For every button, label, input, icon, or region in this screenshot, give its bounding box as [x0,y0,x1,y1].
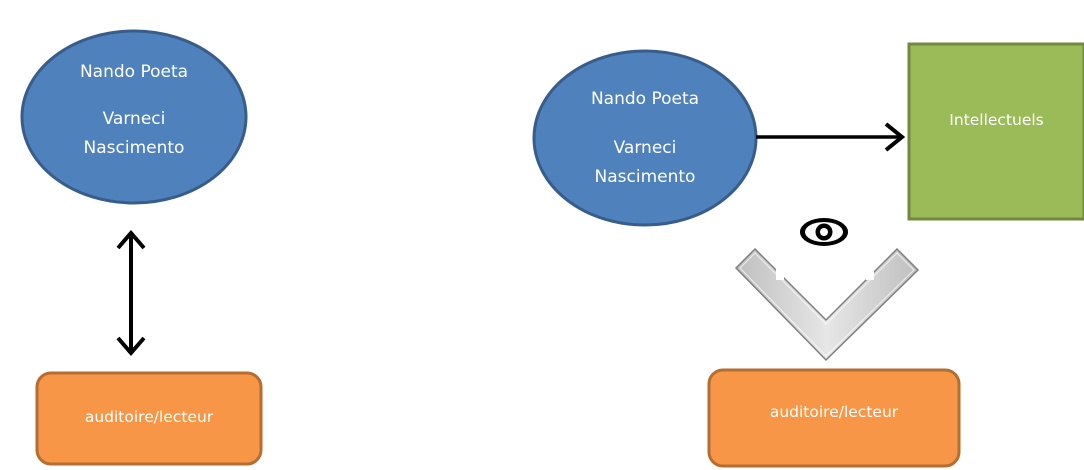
left-author-circle [20,29,248,205]
left-audience-label: auditoire/lecteur [84,408,214,426]
right-audience-label: auditoire/lecteur [769,403,899,421]
intellectuals-box [907,42,1084,221]
right-circle-firstname: Varneci [613,138,677,158]
left-circle-firstname: Varneci [102,109,166,129]
intellectuals-label: Intellectuels [949,111,1044,129]
left-circle-name: Nando Poeta [79,62,189,82]
left-audience-box [35,371,263,466]
left-circle-lastname: Nascimento [83,138,185,158]
right-circle-name: Nando Poeta [590,89,700,109]
right-circle-lastname: Nascimento [594,167,696,187]
arrow-to-intellectuals [756,122,906,152]
chevron-down-icon [734,247,920,362]
eye-icon [800,218,848,246]
bidirectional-arrow [116,229,146,357]
right-audience-box [707,368,961,468]
